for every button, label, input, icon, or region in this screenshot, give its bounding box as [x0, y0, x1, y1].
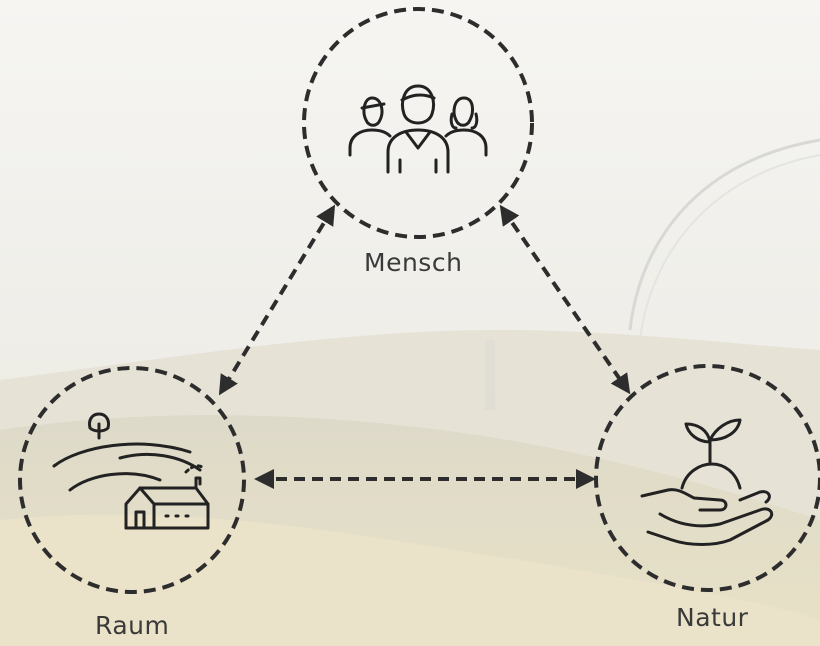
node-raum	[18, 366, 246, 594]
node-circle	[594, 364, 820, 592]
hand-sprout-icon	[640, 418, 774, 546]
edge-mensch-raum	[218, 204, 336, 396]
node-mensch	[302, 7, 534, 239]
node-natur	[594, 364, 820, 592]
node-circle	[302, 7, 534, 239]
node-label-mensch: Mensch	[364, 248, 463, 277]
landscape-house-icon	[52, 412, 210, 530]
node-label-natur: Natur	[676, 603, 749, 632]
node-label-raum: Raum	[95, 611, 170, 640]
node-circle	[18, 366, 246, 594]
people-group-icon	[348, 84, 488, 174]
edge-mensch-natur	[499, 204, 631, 395]
